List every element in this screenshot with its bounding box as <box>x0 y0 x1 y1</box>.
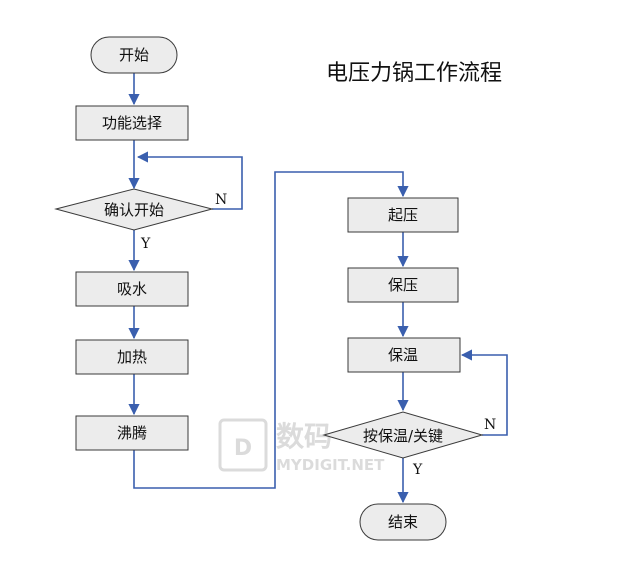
check-yes-label: Y <box>412 462 423 478</box>
node-heat: 加热 <box>75 339 189 375</box>
node-end-label: 结束 <box>388 513 418 531</box>
svg-text:D: D <box>234 436 252 461</box>
node-heat-label: 加热 <box>117 348 147 366</box>
check-no-label: N <box>484 417 496 433</box>
node-check-label: 按保温/关键 <box>363 427 443 445</box>
node-hold-pressure-label: 保压 <box>388 276 418 294</box>
node-start-label: 开始 <box>119 46 149 64</box>
confirm-yes-label: Y <box>140 236 151 252</box>
node-start: 开始 <box>90 36 178 74</box>
watermark-cn: 数码 <box>276 420 332 453</box>
node-check-decision: 按保温/关键 <box>322 411 484 459</box>
watermark: D 数码 MYDIGIT.NET <box>218 418 385 474</box>
confirm-no-label: N <box>215 192 227 208</box>
node-boil: 沸腾 <box>75 415 189 451</box>
diagram-title: 电压力锅工作流程 <box>326 61 502 86</box>
node-pressurize-label: 起压 <box>388 206 418 224</box>
watermark-en: MYDIGIT.NET <box>276 456 385 474</box>
node-hold-pressure: 保压 <box>347 267 459 303</box>
node-keep-warm-label: 保温 <box>388 346 418 364</box>
node-keep-warm: 保温 <box>347 337 461 373</box>
arrow-boil-to-pressurize <box>133 171 409 489</box>
node-absorb-label: 吸水 <box>117 280 147 298</box>
node-confirm-decision: 确认开始 <box>54 188 214 231</box>
arrow-confirm-no-loop <box>136 151 243 210</box>
node-end: 结束 <box>359 503 447 541</box>
node-select: 功能选择 <box>75 105 189 141</box>
connectors <box>128 73 508 504</box>
watermark-logo-icon <box>218 418 268 472</box>
node-absorb: 吸水 <box>75 271 189 307</box>
node-boil-label: 沸腾 <box>117 424 147 442</box>
node-confirm-label: 确认开始 <box>104 201 164 219</box>
node-pressurize: 起压 <box>347 197 459 233</box>
node-select-label: 功能选择 <box>102 114 162 132</box>
arrow-check-no-loop <box>460 349 508 436</box>
